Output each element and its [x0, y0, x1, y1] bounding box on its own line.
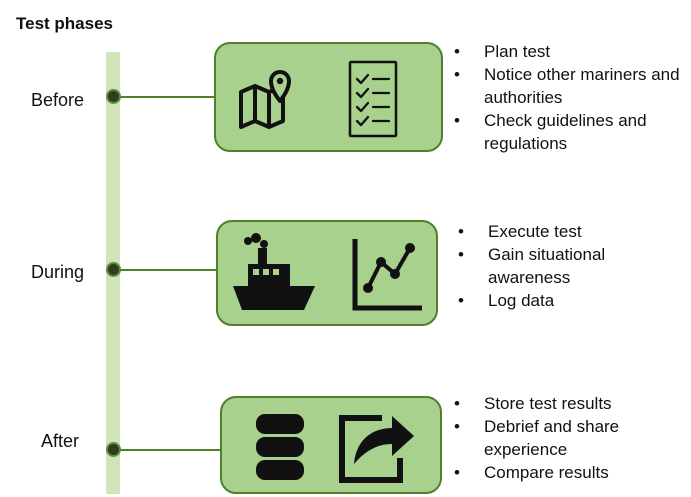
timeline-dot-during: [106, 262, 121, 277]
phase-box-after: [220, 396, 442, 494]
phase-box-before: [214, 42, 443, 152]
timeline-dot-after: [106, 442, 121, 457]
ship-icon: [233, 233, 315, 310]
connector-before: [114, 96, 217, 98]
phase-items-after: Store test results Debrief and share exp…: [454, 392, 686, 484]
phase-item: Plan test: [454, 40, 690, 63]
phase-item: Check guidelines and regulations: [454, 109, 690, 155]
line-chart-icon: [352, 239, 422, 311]
phase-item: Store test results: [454, 392, 686, 415]
database-icon: [256, 414, 304, 480]
phase-item: Execute test: [458, 220, 684, 243]
phase-box-during: [216, 220, 438, 326]
phase-label-before: Before: [31, 90, 85, 110]
phase-item: Debrief and share experience: [454, 415, 686, 461]
share-icon: [339, 415, 414, 483]
phase-item: Gain situational awareness: [458, 243, 684, 289]
phase-item: Notice other mariners and authorities: [454, 63, 690, 109]
map-pin-icon: [239, 70, 291, 129]
phase-items-during: Execute test Gain situational awareness …: [458, 220, 684, 312]
phase-item: Compare results: [454, 461, 686, 484]
phase-item: Log data: [458, 289, 684, 312]
timeline-dot-before: [106, 89, 121, 104]
diagram-title: Test phases: [16, 14, 114, 33]
phase-items-before: Plan test Notice other mariners and auth…: [454, 40, 690, 155]
phase-label-during: During: [31, 262, 85, 282]
phase-label-after: After: [41, 431, 80, 451]
connector-after: [114, 449, 223, 451]
connector-during: [114, 269, 217, 271]
checklist-icon: [348, 60, 398, 138]
